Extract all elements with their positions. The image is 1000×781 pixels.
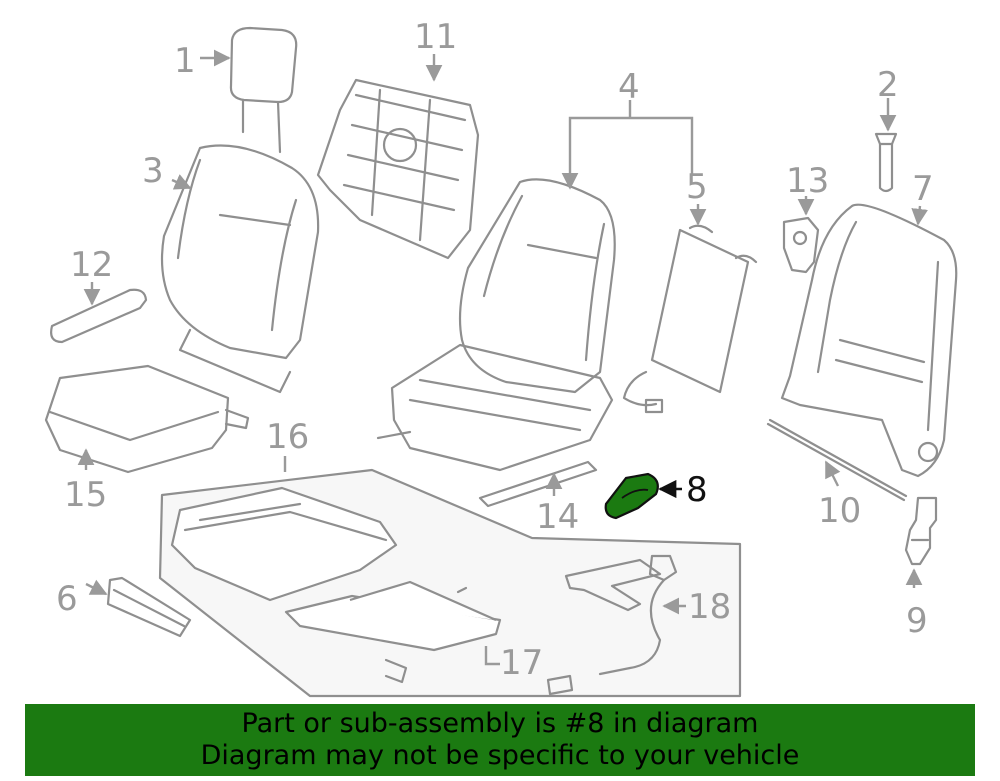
callout-3: 3 (142, 151, 164, 191)
back-panel-part (622, 224, 758, 414)
callout-2: 2 (877, 65, 899, 105)
headrest-part (229, 26, 298, 154)
callout-labels: 1 2 3 4 5 6 7 8 9 10 11 12 13 14 15 16 1… (56, 17, 934, 683)
rod-part (766, 418, 908, 502)
callout-6: 6 (56, 579, 78, 619)
recliner-bracket-part (782, 216, 820, 274)
motor-part (904, 496, 938, 566)
callout-17: 17 (500, 643, 543, 683)
seat-spring-grid-part (316, 78, 480, 260)
banner-line-2: Diagram may not be specific to your vehi… (200, 740, 800, 771)
callout-9: 9 (906, 601, 928, 641)
callout-5: 5 (686, 167, 708, 207)
fastener-part (874, 132, 898, 193)
side-trim-part (50, 288, 148, 344)
leader-lines (77, 49, 929, 666)
side-shield-part (106, 576, 192, 638)
seat-back-cover-part (160, 144, 320, 394)
info-banner: Part or sub-assembly is #8 in diagram Di… (25, 704, 975, 776)
callout-18: 18 (688, 587, 731, 627)
callout-8: 8 (686, 470, 708, 510)
seat-assembly-part (376, 178, 616, 508)
callout-14: 14 (536, 497, 579, 537)
cushion-subassembly-group (158, 468, 742, 698)
banner-line-1: Part or sub-assembly is #8 in diagram (241, 708, 759, 739)
callout-13: 13 (786, 161, 829, 201)
seat-back-frame-part (780, 203, 958, 478)
callout-12: 12 (70, 245, 113, 285)
callout-16: 16 (266, 417, 309, 457)
callout-7: 7 (912, 169, 934, 209)
callout-1: 1 (174, 41, 196, 81)
callout-10: 10 (818, 491, 861, 531)
callout-15: 15 (64, 475, 107, 515)
seat-cushion-cover-part (44, 364, 250, 474)
highlighted-part-8 (604, 472, 659, 520)
callout-11: 11 (414, 17, 457, 57)
callout-4: 4 (618, 67, 640, 107)
